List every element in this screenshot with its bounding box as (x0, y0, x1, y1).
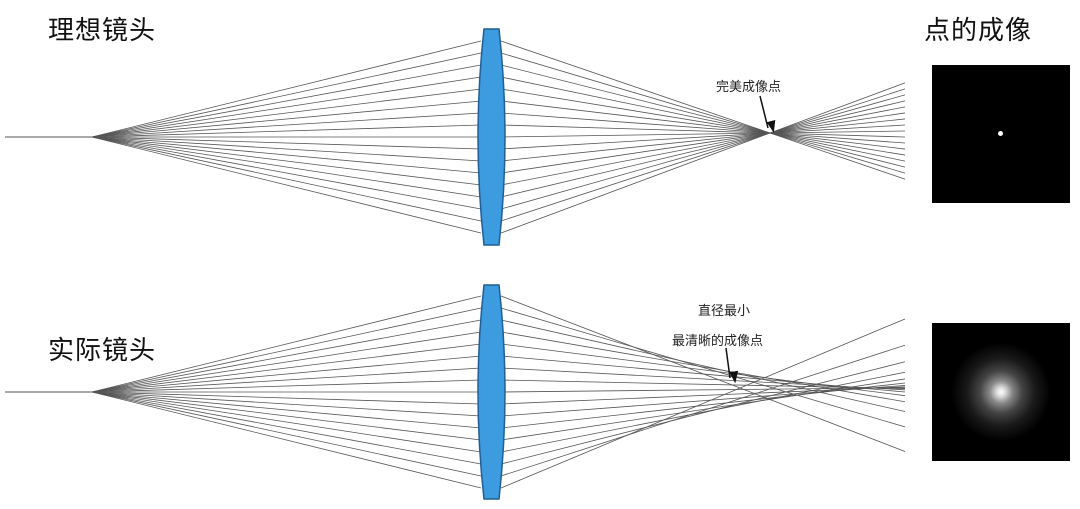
incident-ray (91, 136, 482, 234)
refracted-ray (500, 100, 906, 198)
incident-ray (91, 355, 482, 393)
perfect-image-point-label: 完美成像点 (716, 80, 782, 95)
refracted-ray (500, 124, 906, 138)
refracted-ray (500, 112, 906, 174)
blurred-point (951, 342, 1051, 442)
point-image-title: 点的成像 (924, 16, 1033, 46)
incident-ray (91, 367, 482, 393)
refracted-ray (500, 106, 906, 186)
min-diameter-label: 直径最小 (698, 304, 751, 319)
refracted-ray (500, 378, 906, 441)
refracted-ray (500, 361, 906, 465)
incident-ray (91, 76, 482, 138)
refracted-ray (500, 100, 906, 150)
incident-ray (91, 379, 482, 393)
incident-ray (91, 112, 482, 138)
refracted-ray (500, 94, 906, 210)
sharp-point (998, 131, 1003, 136)
refracted-ray (500, 64, 906, 168)
incident-ray (91, 307, 482, 393)
incident-ray (91, 391, 482, 477)
incident-ray (91, 100, 482, 138)
incident-ray (91, 136, 482, 210)
refracted-ray (500, 82, 906, 234)
refracted-ray (500, 319, 906, 412)
incident-ray (91, 391, 482, 405)
incident-ray (91, 136, 482, 150)
real-point-image (932, 323, 1070, 461)
incident-ray (91, 136, 482, 162)
incident-ray (91, 88, 482, 138)
incident-ray (91, 391, 482, 441)
refracted-ray (500, 112, 906, 144)
refracted-ray (500, 367, 906, 391)
incident-ray (91, 295, 482, 393)
refracted-ray (500, 318, 906, 489)
refracted-ray (500, 382, 906, 429)
incident-ray (91, 40, 482, 138)
refracted-ray (500, 124, 906, 150)
lens (477, 28, 506, 246)
incident-ray (91, 52, 482, 138)
incident-ray (91, 391, 482, 489)
perfect-point-arrow (759, 95, 776, 133)
incident-ray (91, 136, 482, 174)
incident-ray (91, 124, 482, 138)
refracted-ray (500, 130, 906, 138)
refracted-ray (500, 344, 906, 477)
refracted-ray (500, 76, 906, 162)
incident-ray (91, 331, 482, 393)
sharpest-point-label: 最清晰的成像点 (672, 334, 764, 349)
refracted-ray (500, 386, 906, 405)
refracted-ray (500, 40, 906, 180)
lens (477, 284, 506, 500)
ideal-point-image (932, 65, 1070, 203)
refracted-ray (500, 371, 906, 453)
real-lens-title: 实际镜头 (48, 336, 157, 366)
incident-ray (91, 136, 482, 198)
incident-ray (91, 391, 482, 465)
refracted-ray (500, 307, 906, 428)
refracted-ray (500, 88, 906, 156)
incident-ray (91, 136, 482, 222)
refracted-ray (500, 379, 906, 389)
refracted-ray (500, 387, 906, 393)
incident-ray (91, 343, 482, 393)
incident-ray (91, 391, 482, 429)
incident-ray (91, 391, 482, 453)
ideal-lens-title: 理想镜头 (48, 16, 157, 46)
incident-ray (91, 136, 482, 186)
refracted-ray (500, 52, 906, 174)
incident-ray (91, 391, 482, 417)
refracted-ray (500, 88, 906, 222)
incident-ray (91, 64, 482, 138)
incident-ray (91, 319, 482, 393)
refracted-ray (500, 118, 906, 162)
sharpest-point-arrow (725, 347, 739, 384)
